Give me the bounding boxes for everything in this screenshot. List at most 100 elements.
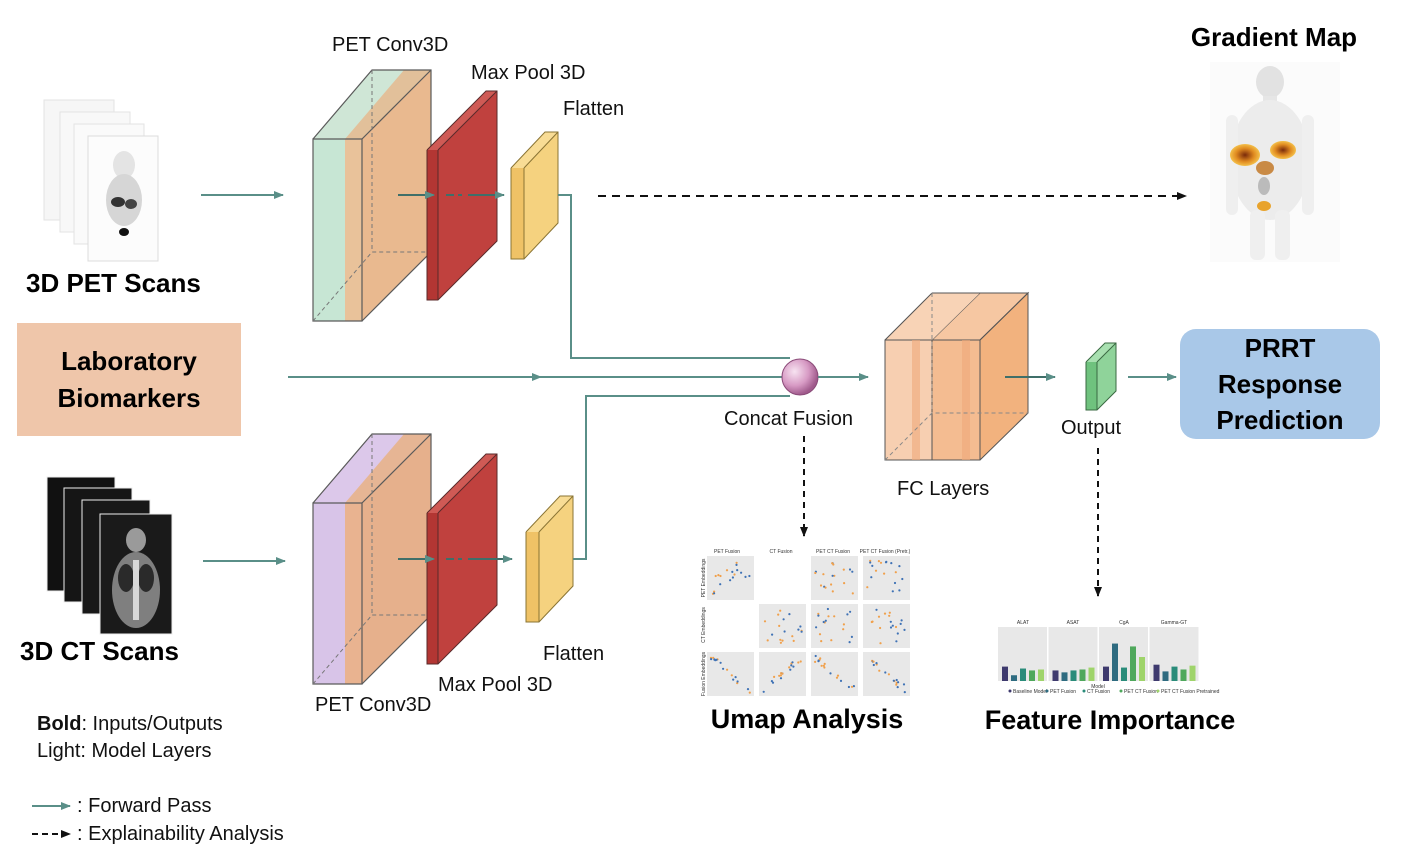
umap-col-title: PET CT Fusion (Pretr.)	[860, 549, 911, 555]
umap-point	[884, 561, 888, 564]
legend-inputs-outputs: Bold: Inputs/Outputs	[37, 713, 223, 735]
umap-point	[799, 660, 802, 663]
legend-swatch	[1156, 689, 1160, 693]
umap-point	[851, 592, 854, 595]
legend-forward-label: : Forward Pass	[77, 795, 211, 817]
prrt-line1: PRRT	[1245, 333, 1316, 363]
concat-fusion-label: Concat Fusion	[724, 408, 853, 430]
umap-row-title: Fusion Embeddings	[701, 651, 707, 696]
umap-point	[797, 661, 800, 664]
umap-point	[788, 613, 791, 616]
umap-point	[719, 574, 722, 578]
legend-entry: CT Fusion	[1087, 689, 1110, 695]
umap-point	[848, 568, 852, 571]
umap-point	[712, 656, 715, 660]
umap-point	[883, 572, 886, 575]
umap-point	[872, 663, 875, 667]
umap-point	[815, 626, 818, 629]
umap-point	[874, 569, 878, 572]
umap-point	[842, 568, 845, 571]
umap-cell	[863, 652, 910, 696]
umap-point	[879, 561, 883, 564]
output-block	[1085, 342, 1117, 411]
umap-point	[820, 664, 823, 667]
umap-point	[895, 678, 898, 682]
umap-point	[734, 676, 737, 679]
umap-point	[891, 624, 894, 627]
legend-explain-label: : Explainability Analysis	[77, 823, 284, 845]
umap-point	[896, 686, 899, 689]
umap-point	[713, 590, 716, 593]
umap-point	[766, 639, 769, 642]
umap-col-title: PET Fusion	[714, 549, 740, 555]
umap-point	[850, 635, 854, 639]
umap-point	[879, 626, 882, 630]
umap-point	[831, 574, 834, 577]
umap-point	[875, 662, 878, 665]
umap-point	[714, 659, 717, 662]
umap-point	[870, 576, 873, 579]
umap-point	[889, 626, 893, 629]
ct-conv3d-block	[312, 433, 432, 685]
umap-point	[733, 573, 736, 576]
feature-x-title: Model	[1091, 684, 1105, 690]
legend-entry: PET Fusion	[1050, 689, 1076, 695]
umap-point	[717, 574, 720, 577]
gradient-map-title: Gradient Map	[1191, 22, 1357, 52]
umap-point	[779, 677, 783, 680]
concat-fusion-node	[781, 358, 819, 396]
umap-point	[851, 570, 854, 573]
umap-point	[847, 685, 851, 689]
legend-entry: Baseline Model	[1013, 689, 1047, 695]
umap-point	[889, 620, 892, 623]
umap-point	[824, 586, 827, 589]
ct-flatten-block	[525, 495, 574, 623]
umap-point	[843, 582, 846, 585]
umap-point	[892, 679, 895, 682]
ct-scan-stack-icon	[46, 476, 173, 635]
umap-analysis-panel: PET Fusion CT Fusion PET CT Fusion PET C…	[701, 549, 911, 696]
ct-maxpool-label: Max Pool 3D	[438, 674, 553, 696]
umap-point	[771, 633, 774, 636]
umap-point	[732, 678, 735, 681]
umap-point	[836, 674, 840, 677]
umap-point	[901, 577, 904, 581]
umap-cell	[811, 556, 858, 600]
umap-point	[848, 641, 851, 644]
prrt-line3: Prediction	[1216, 405, 1343, 435]
umap-point	[791, 661, 794, 664]
umap-point	[781, 639, 784, 642]
umap-point	[789, 668, 792, 671]
facet-title: ASAT	[1067, 620, 1080, 626]
umap-point	[829, 672, 832, 675]
umap-point	[879, 642, 882, 645]
feature-bar	[1020, 668, 1026, 681]
pet-scans-label: 3D PET Scans	[26, 268, 201, 298]
umap-point	[814, 660, 817, 664]
ct-maxpool-block	[426, 453, 498, 665]
umap-point	[894, 571, 897, 574]
feature-bar	[1061, 672, 1068, 681]
feature-importance-panel: ALAT ASAT CgA Gamma-GT Model Baseline Mo…	[998, 620, 1220, 695]
pet-maxpool-label: Max Pool 3D	[471, 62, 586, 84]
legend-model-layers: Light: Model Layers	[37, 740, 212, 762]
umap-point	[852, 685, 856, 688]
umap-point	[891, 590, 894, 593]
umap-point	[736, 680, 739, 683]
umap-point	[877, 615, 881, 618]
umap-point	[817, 659, 820, 663]
umap-point	[740, 571, 743, 574]
feature-bar	[1112, 643, 1118, 681]
umap-cell	[811, 652, 858, 696]
umap-point	[735, 563, 738, 567]
feature-importance-title: Feature Importance	[985, 705, 1236, 735]
pet-scan-stack-icon	[43, 99, 159, 262]
umap-point	[814, 654, 817, 658]
umap-point	[820, 640, 823, 643]
umap-point	[893, 581, 897, 585]
prrt-prediction-box	[1180, 329, 1380, 439]
umap-analysis-title: Umap Analysis	[711, 704, 904, 734]
pet-conv3d-label: PET Conv3D	[332, 34, 448, 56]
umap-point	[777, 613, 780, 616]
